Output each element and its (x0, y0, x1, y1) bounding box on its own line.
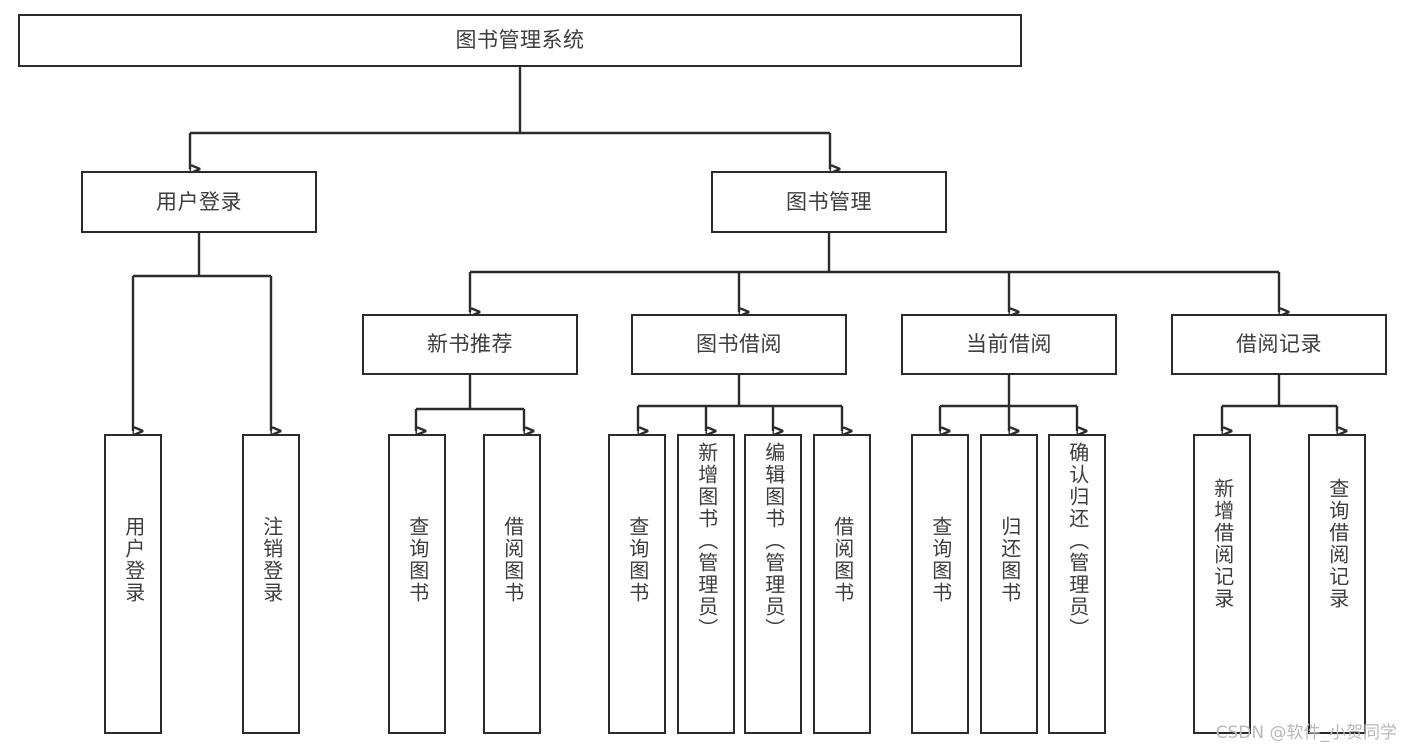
node-label: 用户登录 (156, 189, 242, 214)
node-book-management[interactable]: 图书管理 (711, 171, 947, 233)
leaf-current-confirm-return-admin[interactable]: 确认归还（管理员） (1048, 434, 1106, 734)
node-label: 借阅图书 (830, 516, 855, 604)
leaf-borrow-add-book-admin[interactable]: 新增图书（管理员） (677, 434, 735, 734)
node-label: 查询借阅记录 (1325, 478, 1350, 610)
leaf-record-add-borrow-record[interactable]: 新增借阅记录 (1193, 434, 1251, 734)
node-label: 借阅图书 (500, 516, 525, 604)
leaf-new-book-borrow-book[interactable]: 借阅图书 (483, 434, 541, 734)
leaf-borrow-borrow-book[interactable]: 借阅图书 (813, 434, 871, 734)
leaf-record-query-borrow-record[interactable]: 查询借阅记录 (1308, 434, 1366, 734)
node-label: 确认归还（管理员） (1065, 442, 1090, 640)
node-new-book-recommendation[interactable]: 新书推荐 (362, 314, 578, 375)
node-label: 注销登录 (259, 516, 284, 604)
node-label: 新书推荐 (427, 332, 513, 356)
node-label: 图书管理 (786, 189, 872, 214)
node-label: 图书管理系统 (455, 28, 585, 52)
node-label: 新增图书（管理员） (694, 442, 719, 640)
node-label: 图书借阅 (696, 332, 782, 356)
node-label: 编辑图书（管理员） (761, 442, 786, 640)
leaf-user-login-login[interactable]: 用户登录 (104, 434, 162, 734)
leaf-borrow-query-book[interactable]: 查询图书 (608, 434, 666, 734)
node-label: 当前借阅 (966, 332, 1052, 356)
leaf-new-book-query-book[interactable]: 查询图书 (388, 434, 446, 734)
leaf-current-query-book[interactable]: 查询图书 (911, 434, 969, 734)
node-book-borrowing[interactable]: 图书借阅 (631, 314, 847, 375)
node-label: 查询图书 (625, 516, 650, 604)
node-label: 借阅记录 (1236, 332, 1322, 356)
node-current-borrowing[interactable]: 当前借阅 (901, 314, 1117, 375)
node-label: 新增借阅记录 (1210, 478, 1235, 610)
watermark-text: CSDN @软件_小贺同学 (1215, 723, 1397, 743)
leaf-user-login-logout[interactable]: 注销登录 (242, 434, 300, 734)
node-label: 查询图书 (405, 516, 430, 604)
node-label: 用户登录 (121, 516, 146, 604)
node-label: 归还图书 (997, 516, 1022, 604)
leaf-borrow-edit-book-admin[interactable]: 编辑图书（管理员） (744, 434, 802, 734)
node-borrowing-record[interactable]: 借阅记录 (1171, 314, 1387, 375)
node-root-book-management-system[interactable]: 图书管理系统 (18, 14, 1022, 67)
node-label: 查询图书 (928, 516, 953, 604)
node-user-login[interactable]: 用户登录 (81, 171, 317, 233)
leaf-current-return-book[interactable]: 归还图书 (980, 434, 1038, 734)
